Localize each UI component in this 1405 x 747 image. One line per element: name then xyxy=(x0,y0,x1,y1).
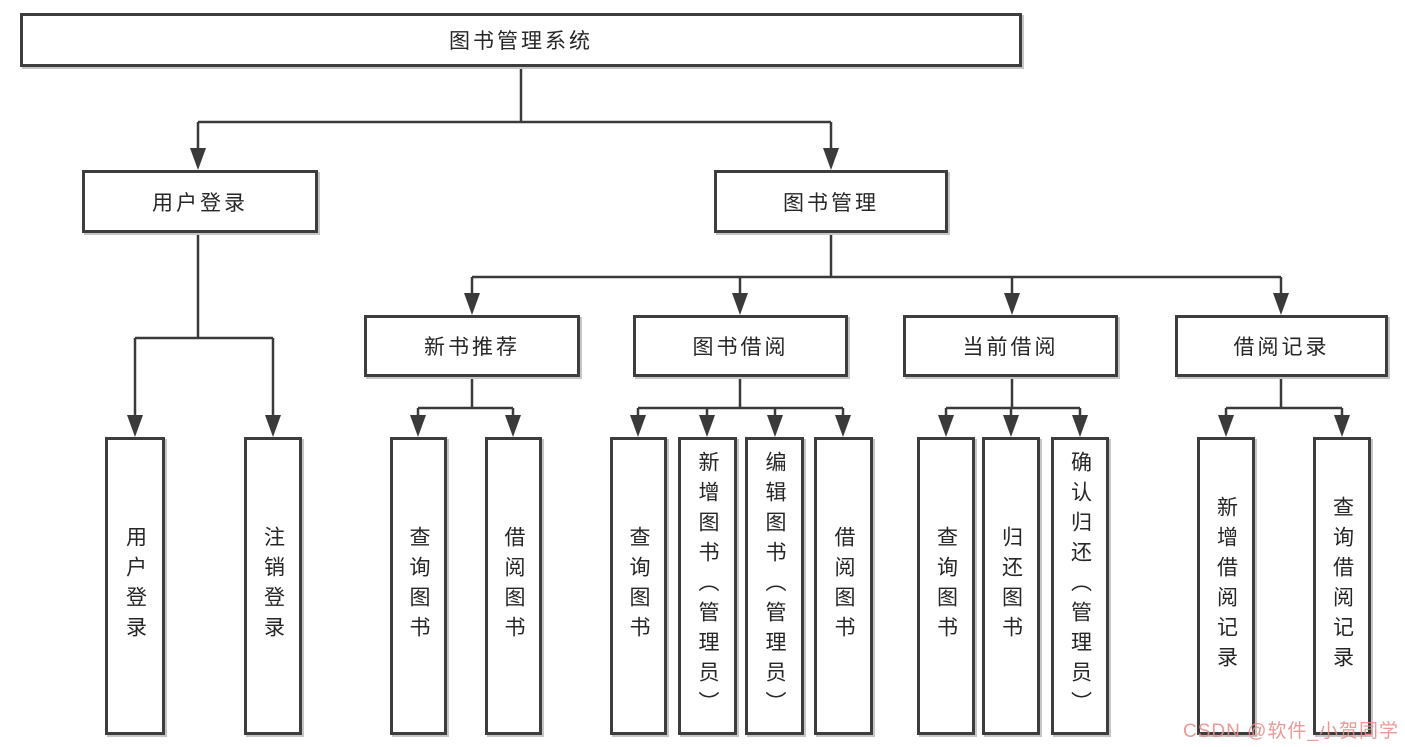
node-user-login: 用户登录 xyxy=(82,170,318,233)
node-current-borrowing: 当前借阅 xyxy=(903,315,1118,377)
leaf-add-borrow-record: 新增借阅记录 xyxy=(1197,437,1255,735)
csdn-watermark: CSDN @软件_小贺同学 xyxy=(1183,721,1399,742)
node-borrowing-records: 借阅记录 xyxy=(1175,315,1388,377)
leaf-return-books: 归还图书 xyxy=(982,437,1040,735)
leaf-query-books-borrowing: 查询图书 xyxy=(610,437,667,735)
leaf-confirm-return-admin: 确认归还（管理员） xyxy=(1051,437,1109,735)
node-book-borrowing: 图书借阅 xyxy=(633,315,848,377)
leaf-borrow-books-recommend: 借阅图书 xyxy=(485,437,542,735)
leaf-user-login: 用户登录 xyxy=(105,437,165,735)
leaf-query-books-current: 查询图书 xyxy=(917,437,975,735)
leaf-borrow-books: 借阅图书 xyxy=(814,437,873,735)
node-library-management-system: 图书管理系统 xyxy=(20,13,1022,67)
node-book-management: 图书管理 xyxy=(714,170,948,233)
leaf-query-books-recommend: 查询图书 xyxy=(390,437,447,735)
leaf-query-borrow-record: 查询借阅记录 xyxy=(1313,437,1371,735)
leaf-add-books-admin: 新增图书（管理员） xyxy=(678,437,737,735)
node-new-book-recommendation: 新书推荐 xyxy=(364,315,580,377)
leaf-edit-books-admin: 编辑图书（管理员） xyxy=(745,437,804,735)
leaf-logout: 注销登录 xyxy=(244,437,302,735)
